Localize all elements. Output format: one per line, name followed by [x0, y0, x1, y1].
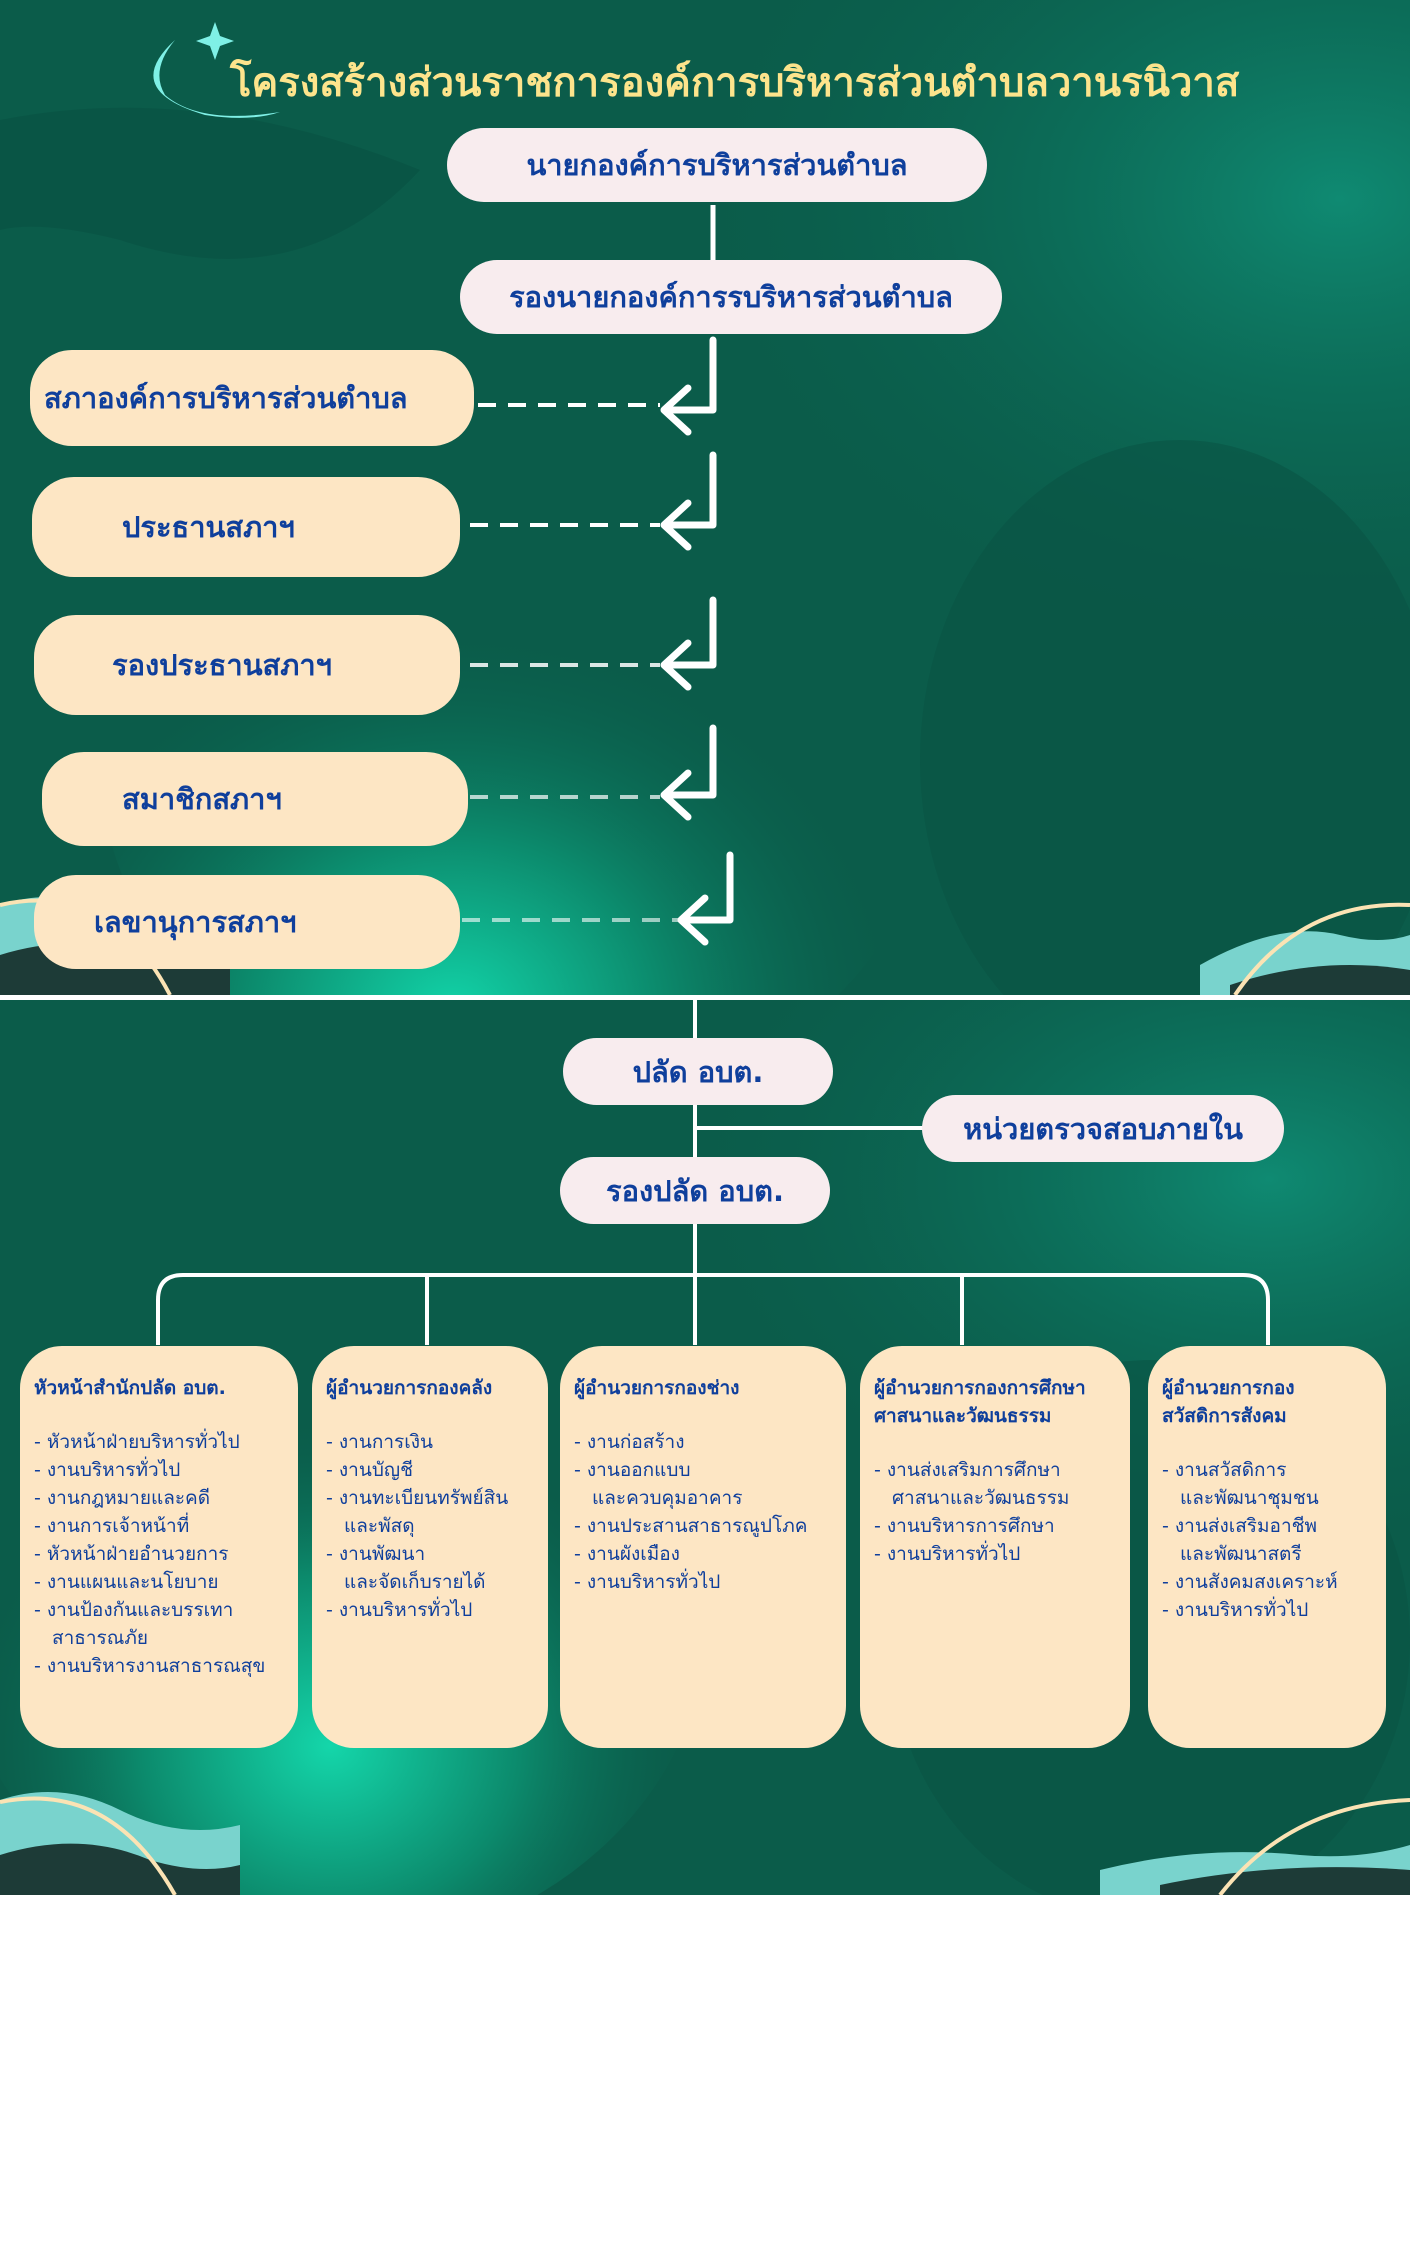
division-head: ผู้อำนวยการกอง สวัสดิการสังคม: [1162, 1377, 1295, 1427]
task-item: งานป้องกันและบรรเทา สาธารณภัย: [34, 1596, 288, 1652]
council-member-box: สมาชิกสภาฯ: [42, 752, 468, 846]
task-item: งานผังเมือง: [574, 1540, 836, 1568]
chief-executive-label: นายกองค์การบริหารส่วนตำบล: [526, 148, 908, 182]
council-vice-president-box: รองประธานสภาฯ: [34, 615, 460, 715]
council-secretary-box: เลขานุการสภาฯ: [34, 875, 460, 969]
task-item: งานทะเบียนทรัพย์สิน และพัสดุ: [326, 1484, 538, 1540]
task-item: งานก่อสร้าง: [574, 1428, 836, 1456]
division-task-list: งานก่อสร้าง งานออกแบบ และควบคุมอาคาร งาน…: [574, 1428, 836, 1596]
council-president-label: ประธานสภาฯ: [122, 510, 295, 544]
deputy-chief-label: รองนายกองค์การรบริหารส่วนตำบล: [509, 280, 953, 314]
chief-executive-box: นายกองค์การบริหารส่วนตำบล: [447, 128, 987, 202]
task-item: งานส่งเสริมการศึกษา ศาสนาและวัฒนธรรม: [874, 1456, 1120, 1512]
division-task-list: งานส่งเสริมการศึกษา ศาสนาและวัฒนธรรม งาน…: [874, 1456, 1120, 1568]
arrow-icon: [660, 336, 717, 436]
palad-box: ปลัด อบต.: [563, 1038, 833, 1105]
division-task-list: หัวหน้าฝ่ายบริหารทั่วไป งานบริหารทั่วไป …: [34, 1428, 288, 1680]
council-president-box: ประธานสภาฯ: [32, 477, 460, 577]
task-item: งานออกแบบ และควบคุมอาคาร: [574, 1456, 836, 1512]
task-item: งานบัญชี: [326, 1456, 538, 1484]
arrow-icon: [660, 451, 717, 551]
sparkle-icon: [196, 22, 234, 60]
arrow-icon: [660, 724, 717, 821]
division-card-social-welfare: ผู้อำนวยการกอง สวัสดิการสังคม งานสวัสดิก…: [1148, 1346, 1386, 1748]
division-card-palad-office: หัวหน้าสำนักปลัด อบต. หัวหน้าฝ่ายบริหารท…: [20, 1346, 298, 1748]
task-item: งานบริหารงานสาธารณสุข: [34, 1652, 288, 1680]
arrow-icon: [677, 851, 734, 946]
internal-audit-box: หน่วยตรวจสอบภายใน: [922, 1095, 1284, 1162]
internal-audit-label: หน่วยตรวจสอบภายใน: [963, 1111, 1243, 1146]
task-item: งานบริหารทั่วไป: [1162, 1596, 1376, 1624]
task-item: งานประสานสาธารณูปโภค: [574, 1512, 836, 1540]
division-task-list: งานสวัสดิการ และพัฒนาชุมชน งานส่งเสริมอา…: [1162, 1456, 1376, 1624]
task-item: งานส่งเสริมอาชีพ และพัฒนาสตรี: [1162, 1512, 1376, 1568]
division-head: ผู้อำนวยการกองคลัง: [326, 1377, 493, 1399]
division-card-engineering: ผู้อำนวยการกองช่าง งานก่อสร้าง งานออกแบบ…: [560, 1346, 846, 1748]
task-item: งานบริหารทั่วไป: [34, 1456, 288, 1484]
task-item: งานสวัสดิการ และพัฒนาชุมชน: [1162, 1456, 1376, 1512]
task-item: งานพัฒนา และจัดเก็บรายได้: [326, 1540, 538, 1596]
council-label: สภาองค์การบริหารส่วนตำบล: [44, 381, 408, 415]
division-head: ผู้อำนวยการกองช่าง: [574, 1377, 740, 1399]
task-item: งานบริหารการศึกษา: [874, 1512, 1120, 1540]
task-item: งานการเงิน: [326, 1428, 538, 1456]
task-item: งานบริหารทั่วไป: [574, 1568, 836, 1596]
task-item: งานบริหารทั่วไป: [874, 1540, 1120, 1568]
task-item: งานการเจ้าหน้าที่: [34, 1512, 288, 1540]
deputy-palad-box: รองปลัด อบต.: [560, 1157, 830, 1224]
division-card-education: ผู้อำนวยการกองการศึกษา ศาสนาและวัฒนธรรม …: [860, 1346, 1130, 1748]
page-title: โครงสร้างส่วนราชการองค์การบริหารส่วนตำบล…: [230, 60, 1240, 106]
council-vice-president-label: รองประธานสภาฯ: [112, 648, 332, 682]
council-box: สภาองค์การบริหารส่วนตำบล: [30, 350, 474, 446]
division-head: ผู้อำนวยการกองการศึกษา ศาสนาและวัฒนธรรม: [874, 1377, 1086, 1427]
task-item: งานกฎหมายและคดี: [34, 1484, 288, 1512]
task-item: หัวหน้าฝ่ายอำนวยการ: [34, 1540, 288, 1568]
division-task-list: งานการเงิน งานบัญชี งานทะเบียนทรัพย์สิน …: [326, 1428, 538, 1624]
task-item: งานสังคมสงเคราะห์: [1162, 1568, 1376, 1596]
council-secretary-label: เลขานุการสภาฯ: [94, 905, 297, 939]
council-member-label: สมาชิกสภาฯ: [122, 782, 282, 816]
deputy-palad-label: รองปลัด อบต.: [606, 1173, 784, 1208]
palad-label: ปลัด อบต.: [632, 1054, 764, 1089]
arrow-icon: [660, 596, 717, 691]
task-item: งานบริหารทั่วไป: [326, 1596, 538, 1624]
division-card-finance: ผู้อำนวยการกองคลัง งานการเงิน งานบัญชี ง…: [312, 1346, 548, 1748]
division-head: หัวหน้าสำนักปลัด อบต.: [34, 1377, 226, 1399]
task-item: งานแผนและนโยบาย: [34, 1568, 288, 1596]
deputy-chief-box: รองนายกองค์การรบริหารส่วนตำบล: [460, 260, 1002, 334]
task-item: หัวหน้าฝ่ายบริหารทั่วไป: [34, 1428, 288, 1456]
